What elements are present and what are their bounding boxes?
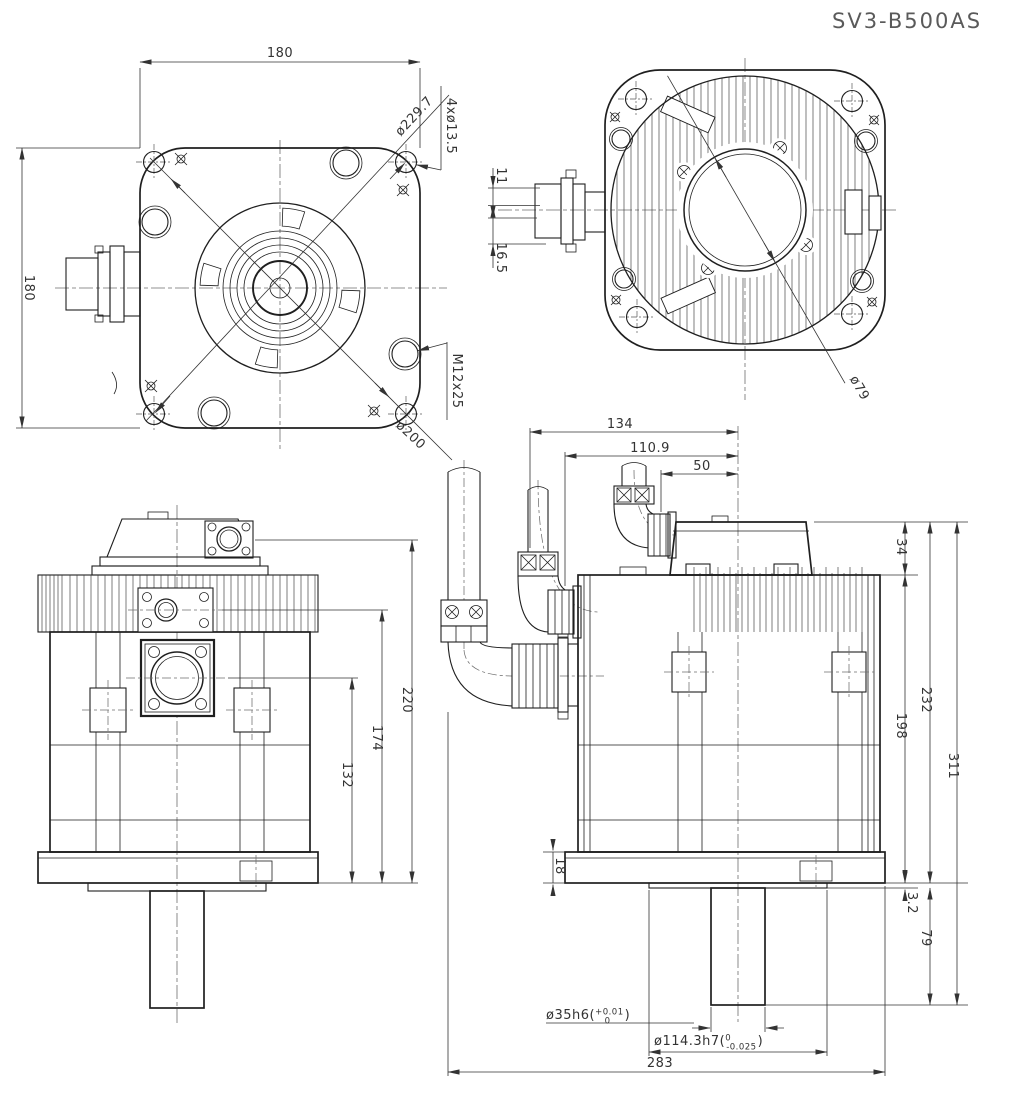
front-left-connector <box>65 245 141 323</box>
rear-target-marks <box>609 111 880 308</box>
dim-side-w3: 50 <box>693 459 711 474</box>
power-connector-plate <box>126 638 228 718</box>
cable-conduit-top <box>613 462 677 559</box>
cable-conduit-small <box>517 479 601 639</box>
dim-spigot-dia: ø114.3h7(0-0.025) <box>654 1034 763 1053</box>
dim-mount-holes: 4xø13.5 <box>443 98 458 154</box>
shaft-front <box>149 890 205 1009</box>
dim-side-w2: 110.9 <box>630 441 670 456</box>
drawing-title: SV3-B500AS <box>832 9 982 33</box>
side-elevation-view: 134 110.9 50 34 198 232 311 3.2 79 18 ø3… <box>440 417 968 1076</box>
rear-left-connector <box>534 169 606 253</box>
front-view: 180 180 ø229.7 ø200 4xø13.5 M12x25 <box>16 46 464 461</box>
front-thread-holes <box>138 146 422 430</box>
dim-total-height: 311 <box>945 753 960 779</box>
dim-elev-h1: 220 <box>399 687 414 713</box>
terminal-box-side <box>669 515 813 576</box>
handle-cutout <box>844 189 863 235</box>
dim-thread-spec: M12x25 <box>449 354 464 409</box>
dim-elev-h3: 132 <box>339 762 354 788</box>
rear-view: 11 16.5 ø79 <box>488 58 897 403</box>
terminal-box-front <box>91 511 269 576</box>
dim-box-height: 34 <box>893 538 908 556</box>
flange-side <box>564 851 886 887</box>
dim-flange-thickness: 18 <box>552 857 567 875</box>
front-elevation-view: 220 174 132 <box>37 505 418 1025</box>
motor-body-side <box>577 574 881 853</box>
dim-elev-h2: 174 <box>369 725 384 751</box>
dim-flange-top-height: 232 <box>918 687 933 713</box>
dim-side-w1: 134 <box>607 417 633 432</box>
dim-rear-upper: 11 <box>493 167 508 185</box>
rear-corner-holes <box>609 81 878 335</box>
dim-front-height: 180 <box>21 275 36 301</box>
dim-overall-length: 283 <box>647 1056 673 1071</box>
center-hole <box>683 148 807 272</box>
dim-center-hole-dia: ø79 <box>846 373 872 403</box>
dim-shaft-length: 79 <box>918 929 933 947</box>
cable-conduit-large <box>440 460 604 720</box>
dim-front-width: 180 <box>267 46 293 61</box>
dim-spigot-thickness: 3.2 <box>904 892 919 914</box>
flange-front <box>37 851 319 887</box>
dim-body-height: 198 <box>893 713 908 739</box>
cooling-fins-side <box>619 566 863 632</box>
datum-target-marks <box>111 152 410 418</box>
encoder-connector-plate <box>128 587 222 633</box>
shaft-side <box>710 887 766 1006</box>
dim-rear-lower: 16.5 <box>493 243 508 274</box>
